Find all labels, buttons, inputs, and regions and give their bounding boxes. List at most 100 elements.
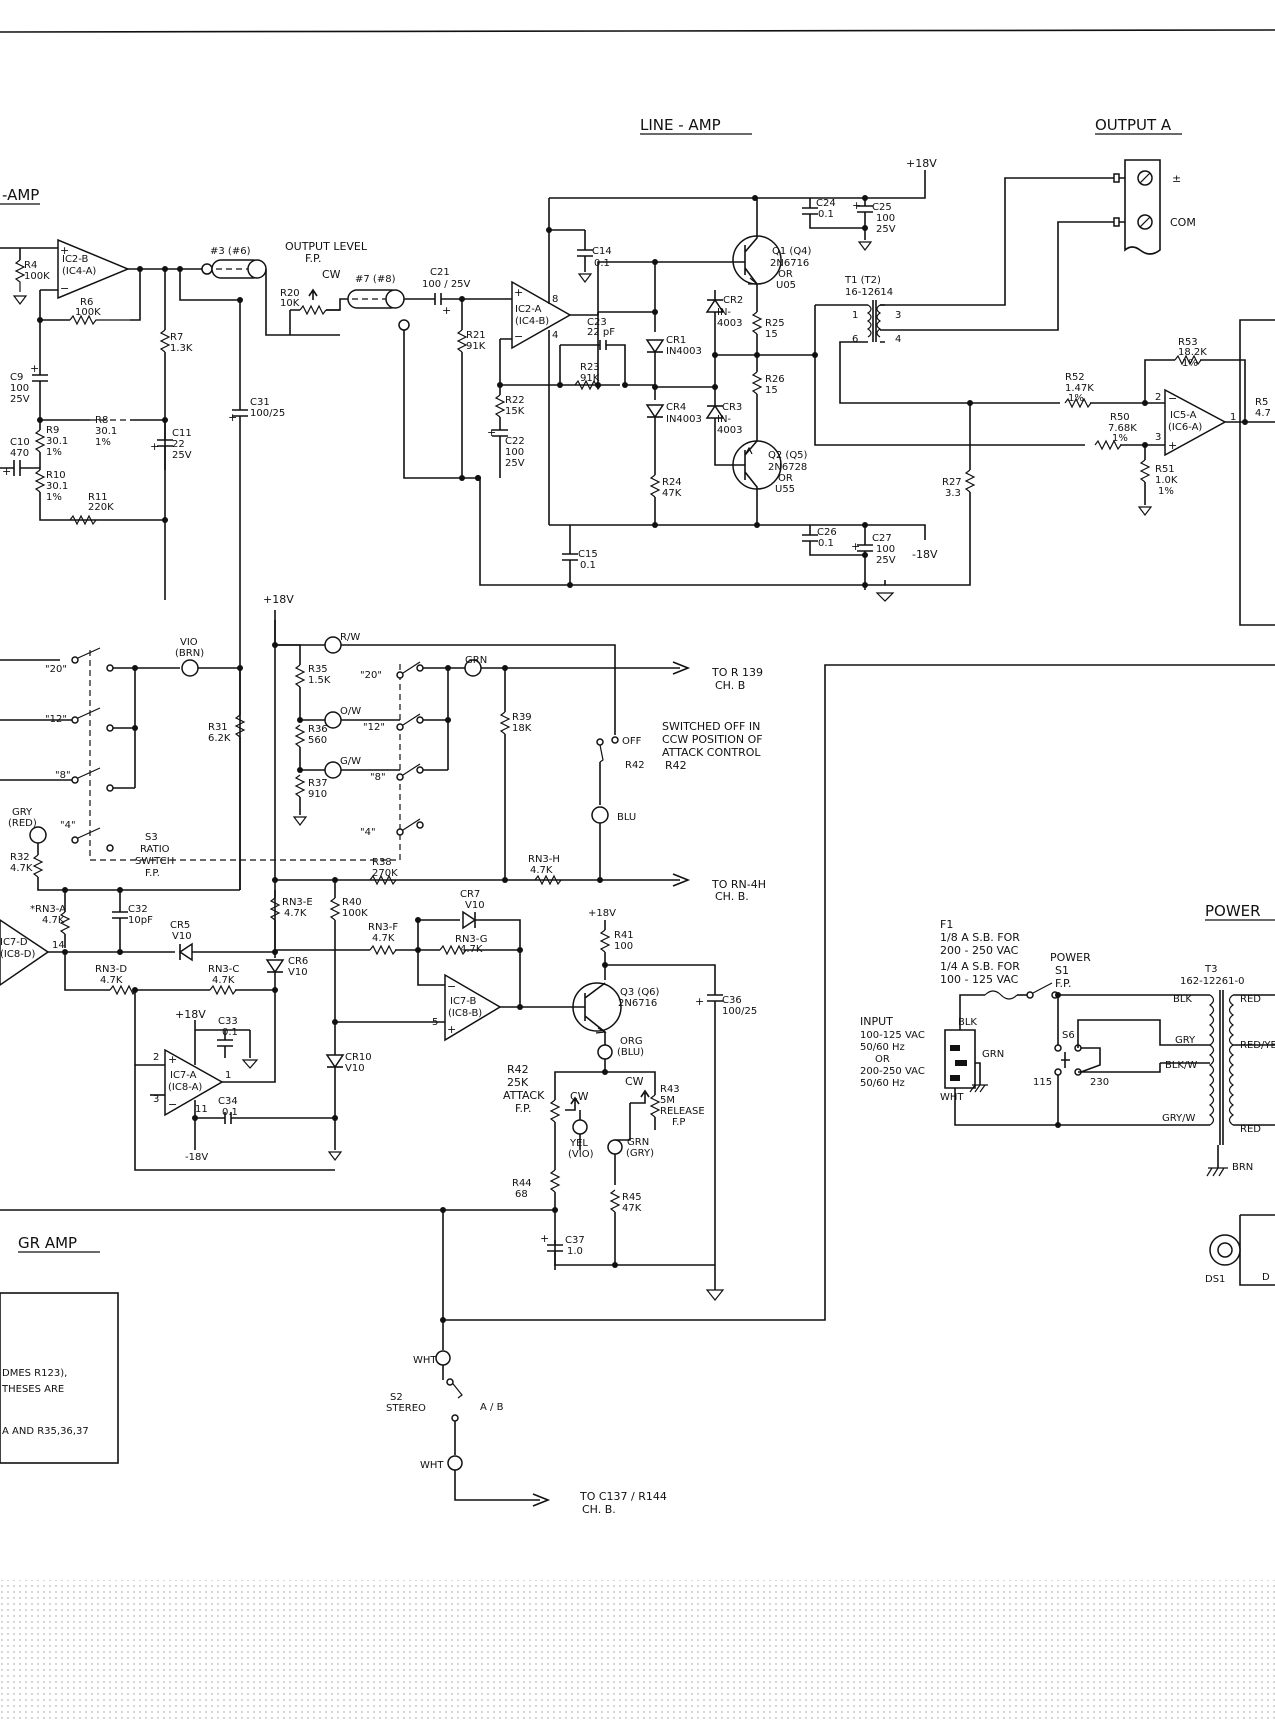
label-notes-stereo_2: STEREO: [386, 1403, 426, 1414]
schematic-path: [369, 944, 397, 956]
label-wire_colors-yel: YEL: [569, 1138, 588, 1149]
label-notes-switched_off_2: CCW POSITION OF: [662, 733, 763, 746]
label-components-rn3d-0: RN3-D: [95, 964, 127, 975]
label-components-rn3h-1: 4.7K: [530, 865, 553, 876]
schematic-circle: [597, 877, 603, 883]
label-components-ic2a-1: (IC4-B): [515, 316, 549, 327]
label-notes-to_r139: TO R 139: [711, 666, 763, 679]
label-components-ic5a-0: IC5-A: [1170, 410, 1197, 421]
label-components-c10-1: 470: [10, 448, 29, 459]
schematic-circle: [596, 738, 604, 746]
schematic-path: [439, 944, 467, 956]
schematic-path: [1094, 439, 1122, 451]
label-notes-to_c137: TO C137 / R144: [579, 1490, 667, 1503]
label-components-cr3-2: 4003: [717, 425, 742, 436]
label-components-c23-0: C23: [587, 317, 607, 328]
schematic-circle: [517, 1004, 523, 1010]
label-components-c11-1: 22: [172, 439, 185, 450]
label-components-r37-0: R37: [308, 778, 328, 789]
label-components-c11-2: 25V: [172, 450, 192, 461]
label-components-q2-0: Q2 (Q5): [768, 450, 808, 461]
schematic-path: [134, 1065, 335, 1171]
schematic-path: [570, 261, 720, 316]
schematic-path: [549, 1099, 561, 1123]
schematic-path: [475, 919, 521, 1005]
label-notes-input_4: OR: [875, 1054, 890, 1065]
label-components-r22-0: R22: [505, 395, 525, 406]
schematic-path: [0, 719, 72, 781]
label-switch_positions-p20: "20": [45, 664, 67, 675]
schematic-path: [157, 420, 173, 470]
label-components-r36-1: 560: [308, 735, 327, 746]
schematic-path: [460, 477, 886, 586]
schematic-path: [12, 295, 28, 305]
schematic-circle: [396, 773, 404, 781]
label-components-r44-0: R44: [512, 1178, 532, 1189]
schematic-circle: [1054, 1044, 1062, 1052]
label-notes-fuse_4: 1/4 A S.B. FOR: [940, 960, 1020, 973]
label-components-rn3f-0: RN3-F: [368, 922, 398, 933]
schematic-path: [672, 661, 691, 675]
schematic-path: [64, 952, 110, 991]
label-notes-fp: F.P.: [305, 252, 321, 265]
label-components-q1-3: U05: [776, 280, 796, 291]
schematic-circle: [445, 717, 451, 723]
label-components-r10-2: 1%: [46, 492, 62, 503]
label-components-r41-1: 100: [614, 941, 633, 952]
label-switch_positions-p4: "4": [60, 820, 76, 831]
schematic-path: [32, 854, 44, 878]
schematic-text: +: [228, 411, 237, 424]
label-wire_colors-org_blu: (BLU): [617, 1047, 644, 1058]
label-components-c25-0: C25: [872, 202, 892, 213]
label-notes-power_sw_2: S1: [1055, 964, 1069, 977]
label-components-rn3a-1: 4.7K: [42, 915, 65, 926]
label-components-ic5a-1: (IC6-A): [1168, 422, 1202, 433]
schematic-path: [1061, 1052, 1070, 1068]
label-components-ic7a-0: IC7-A: [170, 1070, 197, 1081]
ic7a-opamp: [164, 1048, 224, 1117]
label-components-r37-1: 910: [308, 789, 327, 800]
schematic-path: [112, 890, 128, 952]
label-components-q2-3: U55: [775, 484, 795, 495]
schematic-circle: [247, 259, 267, 279]
schematic-path: [751, 311, 763, 335]
label-notes-ab: A / B: [480, 1402, 504, 1413]
schematic-path: [0, 29, 1275, 33]
label-components-r32-1: 4.7K: [10, 863, 33, 874]
label-wire_colors-wht2: WHT: [420, 1460, 444, 1471]
label-wire_colors-grn: GRN: [465, 655, 487, 666]
label-wire_colors-blu: BLU: [617, 812, 636, 823]
schematic-circle: [201, 263, 213, 275]
section-title-power: POWER: [1205, 902, 1261, 920]
schematic-path: [1032, 982, 1053, 994]
label-components-r11-1: 220K: [88, 502, 114, 513]
label-components-r8-0: R8: [95, 415, 108, 426]
schematic-circle: [396, 828, 404, 836]
schematic-path: [456, 329, 468, 353]
schematic-circle: [106, 844, 114, 852]
label-components-rn3c-0: RN3-C: [208, 964, 239, 975]
schematic-circle: [1026, 991, 1034, 999]
label-components-q2-1: 2N6728: [768, 462, 807, 473]
label-components-c36-1: 100/25: [722, 1006, 757, 1017]
label-components-r25-1: 15: [765, 329, 778, 340]
label-components-r50-2: 1%: [1112, 433, 1128, 444]
schematic-path: [275, 644, 301, 665]
label-components-cr6-1: V10: [288, 967, 308, 978]
ic7b-opamp: [444, 973, 502, 1042]
label-components-ic7a-1: (IC8-A): [168, 1082, 202, 1093]
label-components-r53-2: 1%: [1182, 358, 1198, 369]
schematic-path: [549, 170, 926, 199]
schematic-text: 11: [195, 1104, 208, 1115]
label-wire_colors-t_red2: RED: [1240, 1124, 1261, 1135]
label-components-cr3-0: CR3: [722, 402, 742, 413]
schematic-path: [880, 221, 1114, 331]
label-components-r31-1: 6.2K: [208, 733, 231, 744]
label-components-c10-0: C10: [10, 437, 30, 448]
schematic-path: [39, 492, 165, 521]
label-rails-p18: +18V: [175, 1008, 206, 1021]
label-components-r26-1: 15: [765, 385, 778, 396]
label-components-r35-1: 1.5K: [308, 675, 331, 686]
label-components-c22-1: 100: [505, 447, 524, 458]
schematic-path: [1239, 319, 1275, 626]
